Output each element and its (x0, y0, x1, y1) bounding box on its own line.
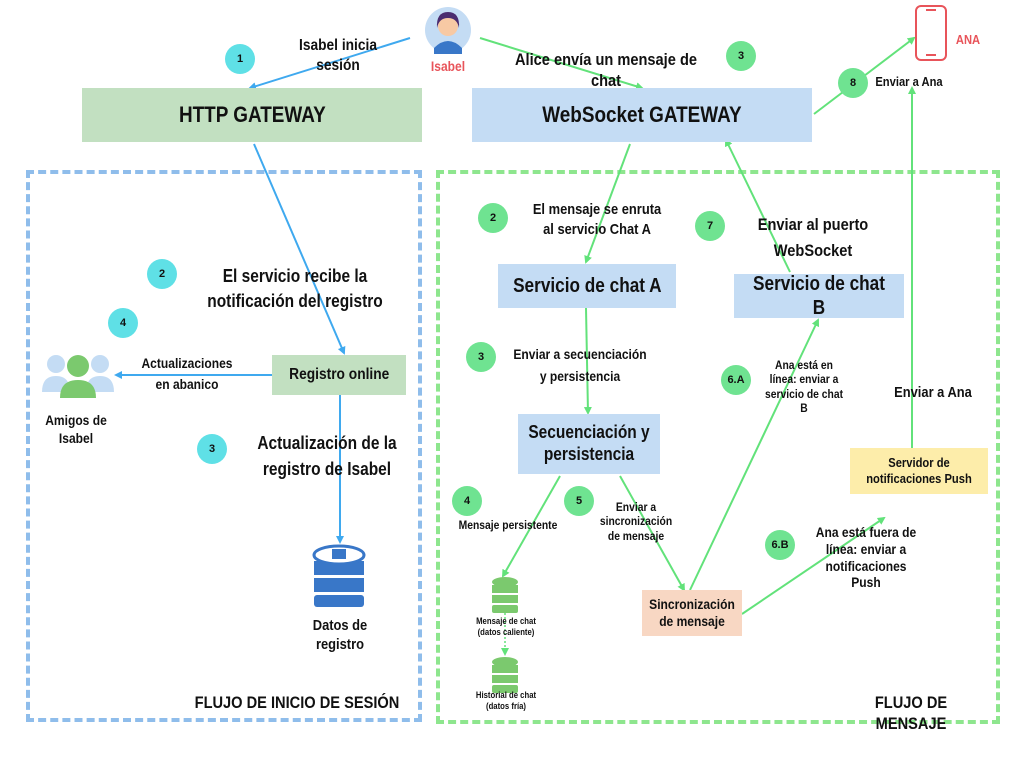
login-flow-title: FLUJO DE INICIO DE SESIÓN (194, 693, 400, 712)
msg-step2-badge: 2 (478, 203, 508, 233)
message-flow-frame (436, 170, 1000, 724)
database-icon (490, 656, 520, 694)
login-step4-badge: 4 (108, 308, 138, 338)
login-step3-badge: 3 (197, 434, 227, 464)
login-step1-text: Isabel inicia sesión (298, 37, 378, 74)
arrow-sync-to-chat-b (689, 318, 820, 591)
login-step2-text: El servicio recibe la notificación del r… (207, 266, 383, 312)
msg-step8-label: Enviar a Ana (875, 74, 943, 89)
arrow-chat-b-to-ws (725, 138, 791, 273)
msg-step3-top-badge: 3 (726, 41, 756, 71)
database-icon (490, 576, 520, 614)
message-flow-title: FLUJO DE MENSAJE (874, 693, 948, 734)
arrow-http-to-registry (253, 143, 346, 355)
msg-step5-badge: 5 (564, 486, 594, 516)
msg-step2-text: El mensaje se enruta al servicio Chat A (532, 201, 662, 239)
smartphone-icon (914, 4, 948, 62)
login-step4-text: Actualizaciones en abanico (141, 355, 233, 392)
http-gateway: HTTP GATEWAY (82, 88, 422, 142)
login-flow-frame (26, 170, 422, 722)
registry-online-box: Registro online (272, 355, 406, 395)
websocket-gateway: WebSocket GATEWAY (472, 88, 812, 142)
login-step2-badge: 2 (147, 259, 177, 289)
login-step3-text: Actualización de la registro de Isabel (257, 433, 397, 480)
friends-label: Amigos de Isabel (45, 412, 107, 446)
message-sync-box: Sincronización de mensaje (642, 590, 742, 636)
msg-step8-badge: 8 (838, 68, 868, 98)
isabel-label: Isabel (430, 58, 466, 74)
chat-service-a: Servicio de chat A (498, 264, 676, 308)
ana-label: ANA (955, 32, 981, 47)
send-to-ana-text: Enviar a Ana (894, 384, 972, 401)
msg-step4-text: Mensaje persistente (458, 518, 558, 532)
push-notification-server: Servidor de notificaciones Push (850, 448, 988, 494)
hot-data-label: Mensaje de chat (datos caliente) (476, 616, 536, 638)
sequencing-persistence-box: Secuenciación y persistencia (518, 414, 660, 474)
arrow-ws-to-chat-a (584, 143, 631, 264)
arrow-isabel-to-ws (479, 37, 644, 91)
arrow-sync-to-push (741, 516, 886, 615)
user-group-icon (40, 352, 116, 398)
chat-service-b: Servicio de chat B (734, 273, 904, 319)
msg-step3-badge: 3 (466, 342, 496, 372)
arrow-chat-a-to-seq (583, 307, 592, 415)
msg-step5-text: Enviar a sincronización de mensaje (599, 500, 673, 543)
arrow-seq-to-hot-db (502, 475, 561, 578)
msg-step4-badge: 4 (452, 486, 482, 516)
cold-data-label: Historial de chat (datos fría) (475, 690, 537, 712)
msg-step3-text: Enviar a secuenciación y persistencia (513, 346, 647, 384)
msg-step6a-badge: 6.A (721, 365, 751, 395)
msg-step6a-text: Ana está en línea: enviar a servicio de … (764, 358, 844, 416)
login-step1-badge: 1 (225, 44, 255, 74)
msg-step7-text: Enviar al puerto WebSocket (757, 215, 869, 261)
registry-db-label: Datos de registro (312, 617, 368, 653)
msg-step6b-badge: 6.B (765, 530, 795, 560)
msg-step7-badge: 7 (695, 211, 725, 241)
database-icon (312, 543, 366, 609)
arrow-isabel-to-http (248, 37, 411, 91)
arrow-seq-to-sync (619, 475, 685, 592)
msg-step6b-text: Ana está fuera de línea: enviar a notifi… (815, 524, 917, 591)
msg-step3-top-text: Alice envía un mensaje de chat (514, 50, 698, 91)
user-avatar-icon (424, 4, 472, 56)
